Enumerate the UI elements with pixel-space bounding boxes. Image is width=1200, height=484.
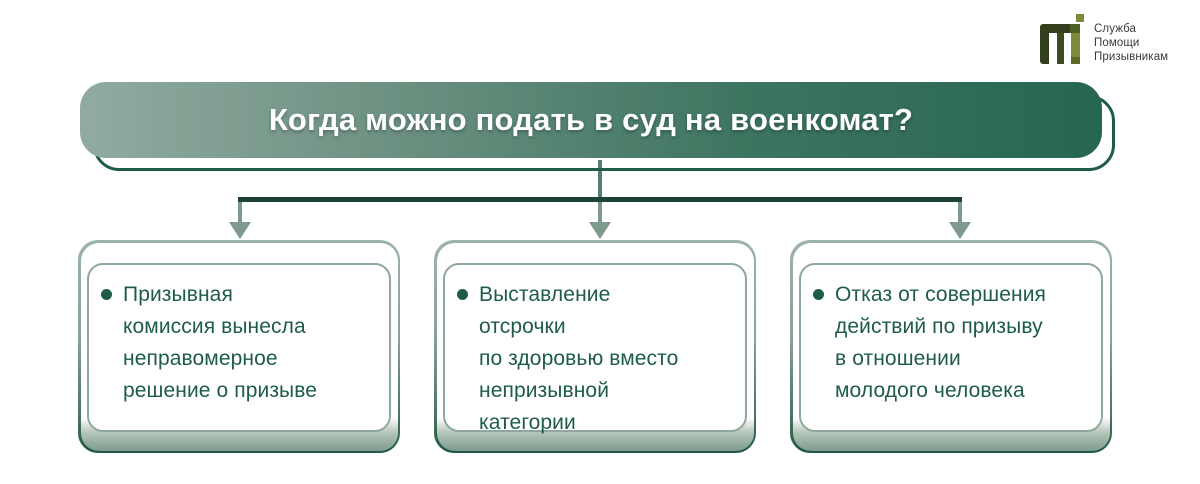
- connector-drop-center: [598, 202, 602, 224]
- bullet-dot-icon: [813, 289, 824, 300]
- arrow-down-icon: [229, 222, 251, 239]
- arrow-down-icon: [589, 222, 611, 239]
- connector-drop-right: [958, 202, 962, 224]
- reason-card-3: Отказ от совершения действий по призыву …: [799, 263, 1103, 432]
- bullet-dot-icon: [457, 289, 468, 300]
- header-banner: Когда можно подать в суд на военкомат?: [80, 82, 1102, 158]
- connector-stem: [598, 160, 602, 199]
- arrow-down-icon: [949, 222, 971, 239]
- connector-drop-left: [238, 202, 242, 224]
- reason-card-3-text: Отказ от совершения действий по призыву …: [835, 283, 1046, 402]
- connector-horizontal-line: [238, 197, 962, 202]
- page-title: Когда можно подать в суд на военкомат?: [268, 102, 914, 137]
- reason-card-1: Призывная комиссия вынесла неправомерное…: [87, 263, 391, 432]
- brand-logo: Служба Помощи Призывникам: [1040, 14, 1168, 64]
- reason-card-2-text: Выставление отсрочки по здоровью вместо …: [479, 283, 679, 434]
- bullet-dot-icon: [101, 289, 112, 300]
- building-logo-icon: [1040, 14, 1084, 64]
- reason-card-1-text: Призывная комиссия вынесла неправомерное…: [123, 283, 318, 402]
- brand-logo-text: Служба Помощи Призывникам: [1094, 23, 1169, 63]
- reason-card-2: Выставление отсрочки по здоровью вместо …: [443, 263, 747, 434]
